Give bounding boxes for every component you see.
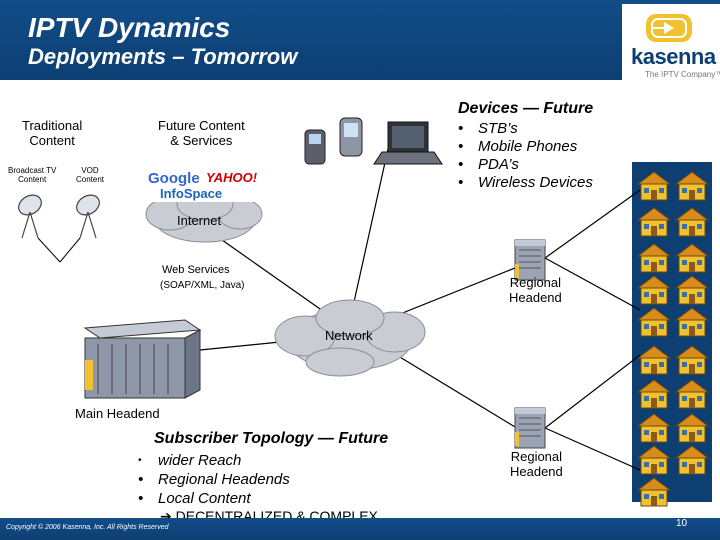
mobile-phone-icon <box>304 129 326 165</box>
dish-links <box>37 237 81 263</box>
pda-icon <box>339 117 363 157</box>
future-content-label: Future Content & Services <box>158 118 245 148</box>
list-item: •Regional Headends <box>138 471 290 488</box>
logo-icon <box>646 14 692 42</box>
header-bar <box>0 0 720 80</box>
logo-tagline: The IPTV Company™ <box>645 70 720 79</box>
network-cloud <box>274 299 426 377</box>
list-item: •Wireless Devices <box>458 174 593 191</box>
regional-headend-server-icon <box>514 239 546 281</box>
house-icon <box>637 171 709 507</box>
partner-logos-bg <box>145 170 260 202</box>
arrow-icon: ➔ <box>160 508 172 524</box>
devices-heading: Devices — Future <box>458 100 594 117</box>
laptop-icon <box>373 121 443 165</box>
logo-wordmark: kasenna <box>631 44 716 69</box>
broadcast-tv-label: Broadcast TV Content <box>8 166 57 184</box>
slide-subtitle: Deployments – Tomorrow <box>28 44 298 69</box>
footer-bar <box>0 518 720 540</box>
list-item: •STB’s <box>458 120 518 137</box>
infospace-logo: InfoSpace <box>160 186 223 201</box>
devices-list: •STB’s •Mobile Phones •PDA’s •Wireless D… <box>456 120 593 192</box>
vod-label: VOD Content <box>76 166 105 184</box>
traditional-content-label: Traditional Content <box>22 118 83 148</box>
satellite-dish-icon <box>76 194 100 239</box>
web-services-detail: (SOAP/XML, Java) <box>160 280 245 291</box>
internet-label: Internet <box>177 213 222 228</box>
regional-headend-label: Regional Headend <box>510 449 563 479</box>
web-services-label: Web Services <box>162 264 230 276</box>
network-label: Network <box>325 328 373 343</box>
yahoo-logo: YAHOO! <box>206 170 258 185</box>
list-item: •PDA’s <box>458 156 519 173</box>
regional-headend-server-icon <box>514 407 546 449</box>
logo-area <box>622 4 720 80</box>
list-item: •Local Content <box>138 490 251 507</box>
subscriber-heading: Subscriber Topology — Future <box>154 430 389 447</box>
google-logo: Google <box>148 170 200 187</box>
satellite-dish-icon <box>18 194 42 239</box>
regional-headend-label: Regional Headend <box>509 275 562 305</box>
list-item: •Mobile Phones <box>458 138 578 155</box>
main-headend-label: Main Headend <box>75 406 160 421</box>
list-item: •wider Reach <box>138 452 242 469</box>
main-headend-server-icon <box>83 319 202 399</box>
copyright-text: Copyright © 2006 Kasenna, Inc. All Right… <box>6 524 169 531</box>
page-number: 10 <box>676 518 688 529</box>
subscriber-list: •wider Reach •Regional Headends •Local C… <box>136 451 290 508</box>
slide-title: IPTV Dynamics <box>28 12 231 43</box>
